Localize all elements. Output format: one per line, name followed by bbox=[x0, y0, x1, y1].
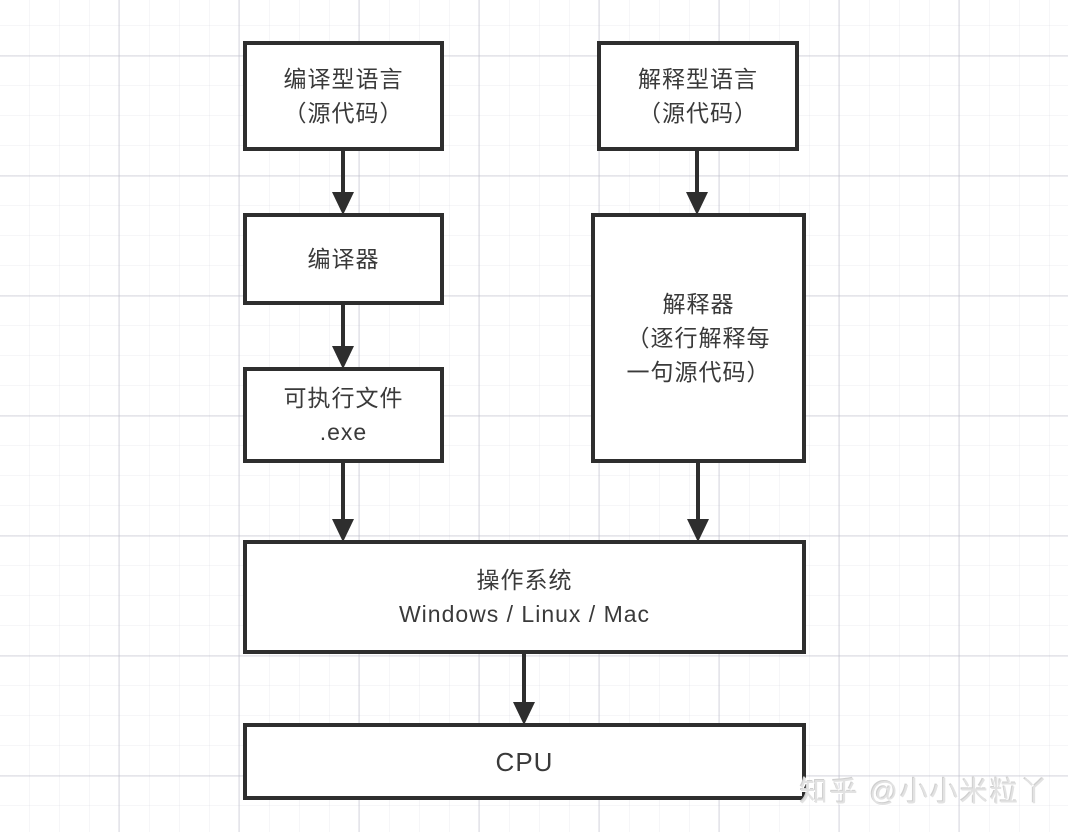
box-executable-file: 可执行文件 .exe bbox=[243, 367, 444, 463]
box-operating-system: 操作系统 Windows / Linux / Mac bbox=[243, 540, 806, 654]
arrow-shaft bbox=[695, 151, 699, 192]
box-interpreted-language-line2: （源代码） bbox=[638, 100, 758, 126]
arrow-interpreter-to-os bbox=[687, 461, 709, 542]
arrow-head-down-icon bbox=[513, 702, 535, 725]
arrow-shaft bbox=[341, 303, 345, 346]
arrow-interpreted-to-interpreter bbox=[686, 151, 708, 215]
box-compiled-language: 编译型语言 （源代码） bbox=[243, 41, 444, 151]
arrow-head-down-icon bbox=[332, 346, 354, 369]
box-compiler-label: 编译器 bbox=[307, 246, 380, 272]
box-os-line2: Windows / Linux / Mac bbox=[398, 601, 651, 627]
box-interpreted-language: 解释型语言 （源代码） bbox=[597, 41, 799, 151]
arrow-compiled-to-compiler bbox=[332, 151, 354, 215]
box-executable-line2: .exe bbox=[319, 419, 368, 445]
box-compiled-language-line1: 编译型语言 bbox=[283, 66, 404, 92]
arrow-executable-to-os bbox=[332, 461, 354, 542]
arrow-shaft bbox=[341, 151, 345, 192]
box-os-line1: 操作系统 bbox=[476, 567, 573, 593]
arrow-head-down-icon bbox=[332, 519, 354, 542]
arrow-head-down-icon bbox=[686, 192, 708, 215]
arrow-head-down-icon bbox=[687, 519, 709, 542]
box-interpreted-language-line1: 解释型语言 bbox=[638, 66, 758, 92]
arrow-shaft bbox=[696, 461, 700, 519]
box-executable-line1: 可执行文件 bbox=[283, 385, 404, 411]
arrow-head-down-icon bbox=[332, 192, 354, 215]
zhihu-watermark: 知乎 @小小米粒丫 bbox=[799, 776, 1050, 807]
box-interpreter: 解释器 （逐行解释每 一句源代码） bbox=[591, 213, 806, 463]
box-cpu: CPU bbox=[243, 723, 806, 800]
box-interpreter-line2: （逐行解释每 bbox=[626, 325, 771, 351]
arrow-os-to-cpu bbox=[513, 652, 535, 725]
arrow-compiler-to-executable bbox=[332, 303, 354, 369]
arrow-shaft bbox=[522, 652, 526, 702]
arrow-shaft bbox=[341, 461, 345, 519]
box-interpreter-line3: 一句源代码） bbox=[626, 359, 771, 385]
box-interpreter-line1: 解释器 bbox=[662, 291, 735, 317]
box-cpu-label: CPU bbox=[495, 746, 554, 777]
box-compiler: 编译器 bbox=[243, 213, 444, 305]
box-compiled-language-line2: （源代码） bbox=[283, 100, 404, 126]
